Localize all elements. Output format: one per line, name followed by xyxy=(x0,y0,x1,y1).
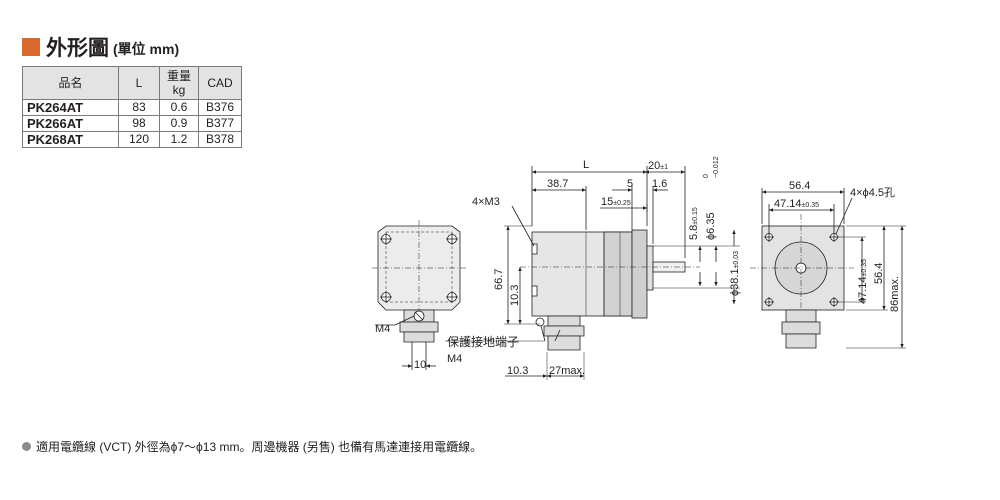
mount-hole-icon xyxy=(380,233,392,245)
cable-note-text: 適用電纜線 (VCT) 外徑為ϕ7〜ϕ13 mm。周邊機器 (另售) 也備有馬達… xyxy=(36,440,483,454)
label-dim-47-14-top: 47.14±0.35 xyxy=(774,198,819,210)
label-dim-6-35-tol-top: 0 xyxy=(703,174,710,178)
title-text: 外形圖 xyxy=(46,37,109,60)
side-view xyxy=(520,229,700,351)
label-dim-27: 27max. xyxy=(549,365,585,377)
label-m4-left: M4 xyxy=(375,323,390,335)
label-dim-15: 15±0.25 xyxy=(601,196,631,208)
label-dim-56-4-right: 56.4 xyxy=(873,263,885,284)
cell-l: 120 xyxy=(118,131,160,148)
cell-name: PK266AT xyxy=(22,115,119,132)
title-marker-icon xyxy=(22,38,40,56)
label-dim-10: 10 xyxy=(414,359,426,371)
label-dim-6-35-tol-bot: −0.012 xyxy=(713,156,720,178)
label-m4-ground: M4 xyxy=(447,353,462,365)
cable-note: 適用電纜線 (VCT) 外徑為ϕ7〜ϕ13 mm。周邊機器 (另售) 也備有馬達… xyxy=(22,438,482,455)
label-dim-5: 5 xyxy=(627,178,633,190)
title-unit: (單位 mm) xyxy=(113,40,180,57)
label-dim-6-35: ϕ6.35 xyxy=(705,212,717,240)
header-cad: CAD xyxy=(198,66,242,100)
header-name: 品名 xyxy=(22,66,119,100)
mount-hole-icon xyxy=(764,297,774,307)
label-ground-terminal: 保護接地端子 xyxy=(447,334,519,349)
label-dim-47-14-right: 47.14±0.35 xyxy=(857,259,869,304)
mount-hole-icon xyxy=(446,291,458,303)
bullet-icon xyxy=(22,442,31,451)
label-dim-86: 86max. xyxy=(889,276,901,312)
label-dim-5-8: 5.8±0.15 xyxy=(688,207,700,240)
label-4x-hole: 4×ϕ4.5孔 xyxy=(850,186,895,199)
label-dim-66-7: 66.7 xyxy=(493,269,505,290)
label-dim-20: 20±1 xyxy=(648,160,668,172)
front-view xyxy=(372,220,466,370)
label-dim-1-6: 1.6 xyxy=(652,178,667,190)
ground-screw-icon xyxy=(535,317,545,327)
rear-view xyxy=(750,214,854,349)
section-title: 外形圖 (單位 mm) xyxy=(22,32,179,62)
mount-hole-icon xyxy=(446,233,458,245)
cell-cad[interactable]: B378 xyxy=(198,131,242,148)
label-4xm3: 4×M3 xyxy=(472,196,500,208)
cell-cad[interactable]: B377 xyxy=(198,115,242,132)
cell-weight: 0.6 xyxy=(159,99,199,116)
cell-name: PK268AT xyxy=(22,131,119,148)
mount-hole-icon xyxy=(380,291,392,303)
label-dim-10-3-vert: 10.3 xyxy=(509,285,521,306)
cell-weight: 1.2 xyxy=(159,131,199,148)
label-dim-l: L xyxy=(583,159,589,171)
label-dim-56-4-top: 56.4 xyxy=(789,180,810,192)
mount-hole-icon xyxy=(764,232,774,242)
label-dim-38-1: ϕ38.1±0.03 xyxy=(729,251,741,296)
cell-name: PK264AT xyxy=(22,99,119,116)
label-dim-38-7: 38.7 xyxy=(547,178,568,190)
label-dim-10-3-horiz: 10.3 xyxy=(507,365,528,377)
table-row: PK268AT 120 1.2 B378 xyxy=(22,131,242,148)
